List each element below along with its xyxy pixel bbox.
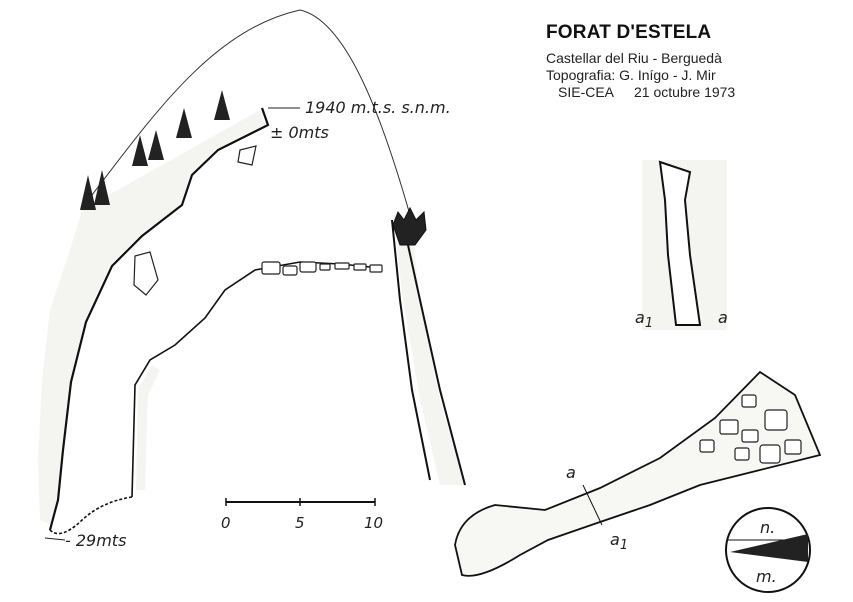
loose-block (237, 145, 257, 166)
north-arrow-needle (730, 534, 808, 562)
shaft-outline (391, 219, 466, 486)
profile-section: 1940 m.t.s. s.n.m. ± 0mts - 29mts (38, 9, 466, 550)
boulder-chain (261, 261, 383, 276)
depth-leader (44, 537, 66, 541)
trees (80, 90, 230, 210)
scale-bar: 0 5 10 (221, 498, 383, 532)
shaft-rock-band (393, 215, 465, 485)
plan-cut-line (582, 484, 603, 526)
plan-boulders (699, 394, 802, 464)
cave-outline-left (48, 107, 270, 531)
north-arrow: n. m. (725, 507, 811, 593)
plan-cut-label-top: a (566, 463, 576, 482)
survey-club-date: SIE-CEA 21 octubre 1973 (546, 84, 735, 101)
north-arrow-label-m: m. (756, 567, 777, 586)
plan-view: a a1 (454, 370, 822, 577)
survey-date: 21 octubre 1973 (634, 84, 736, 100)
survey-authors: Topografia: G. Inígo - J. Mir (546, 67, 716, 83)
tree (214, 90, 230, 120)
title-block: FORAT D'ESTELA Castellar del Riu - Bergu… (546, 22, 735, 101)
loose-block (133, 251, 159, 296)
scale-label-0: 0 (221, 514, 231, 532)
entrance-bush (392, 206, 427, 246)
survey-club: SIE-CEA (558, 84, 615, 100)
zero-depth-label: ± 0mts (270, 123, 329, 142)
max-depth-label: - 29mts (65, 531, 126, 550)
terrain-line (81, 9, 411, 216)
left-rock-wall (38, 110, 265, 525)
cross-section: a1 a (635, 160, 728, 331)
survey-location: Castellar del Riu - Berguedà (546, 50, 722, 66)
tree (132, 135, 148, 166)
survey-title: FORAT D'ESTELA (546, 22, 712, 43)
tree (148, 130, 164, 160)
scale-label-10: 10 (364, 514, 383, 532)
tree (80, 175, 96, 210)
altitude-label: 1940 m.t.s. s.n.m. (305, 98, 451, 117)
cave-outline-inner (131, 261, 381, 498)
scale-label-5: 5 (295, 514, 305, 532)
north-arrow-label-n: n. (760, 518, 775, 537)
tree (176, 108, 192, 138)
cross-section-outline (658, 160, 702, 326)
cross-section-label-right: a (718, 308, 728, 327)
inner-rock-band (136, 365, 160, 490)
cross-section-label-left: a1 (635, 308, 653, 331)
tree (94, 170, 110, 205)
cave-floor (49, 496, 133, 535)
plan-cut-label-bottom: a1 (610, 530, 628, 553)
